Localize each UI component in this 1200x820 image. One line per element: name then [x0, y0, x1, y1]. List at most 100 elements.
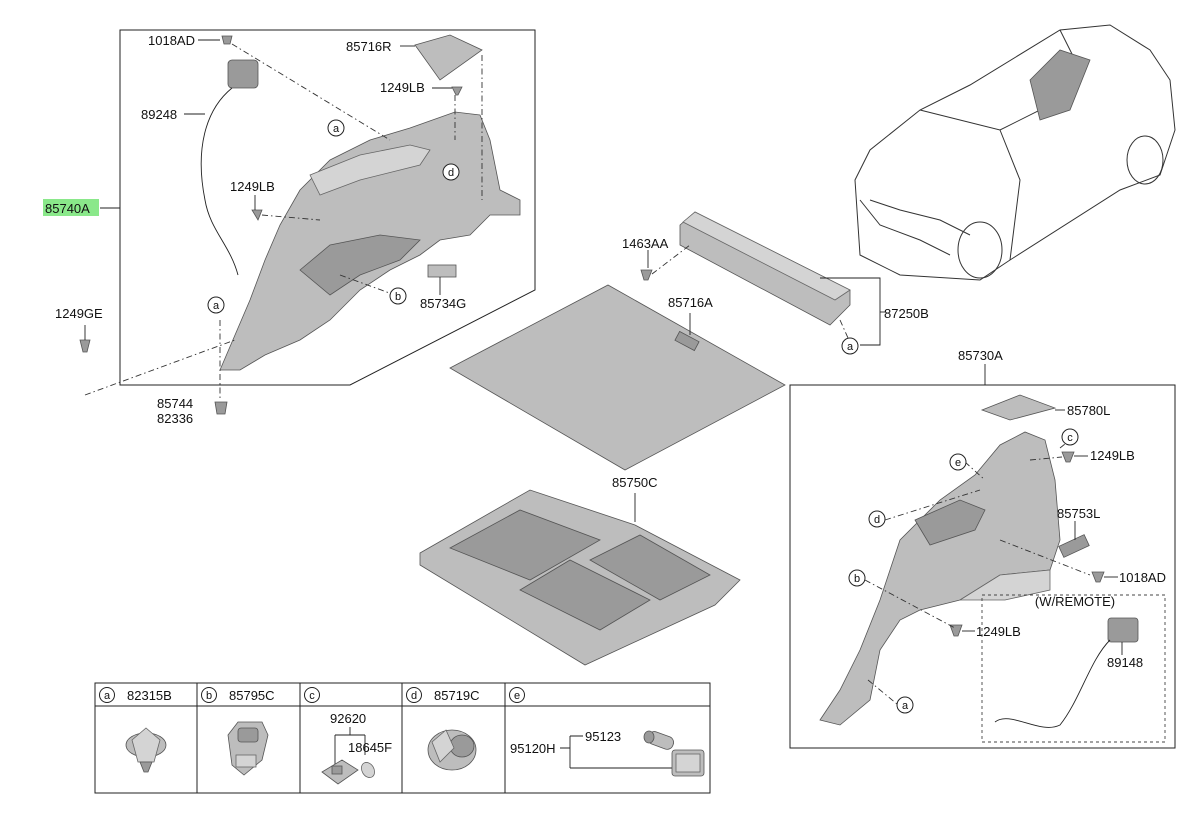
screw-1249LB-r2[interactable] [949, 624, 963, 637]
label-1249LB-top: 1249LB [380, 80, 425, 95]
guide-line [884, 489, 981, 521]
callout-a-center: a [841, 337, 859, 355]
svg-text:d: d [411, 690, 417, 702]
callout-a-right: a [896, 696, 914, 714]
label-1463AA: 1463AA [622, 236, 669, 251]
left-panel-frame [119, 29, 536, 386]
legend-lamp-95120H-illustration [671, 749, 705, 777]
label-85716R: 85716R [346, 39, 392, 54]
legend-part-95123: 95123 [585, 729, 621, 744]
screw-1018AD-top[interactable] [221, 35, 233, 45]
part-85716A-shape[interactable] [449, 284, 786, 471]
label-1249LB-r1: 1249LB [1090, 448, 1135, 463]
part-87250B-top [682, 211, 851, 301]
legend-clip-82315B-illustration [125, 727, 167, 773]
guide-line [839, 319, 849, 339]
label-85750C: 85750C [612, 475, 658, 490]
screw-1249GE[interactable] [79, 339, 91, 353]
svg-text:b: b [395, 291, 401, 303]
screw-1249LB-r1[interactable] [1061, 451, 1075, 463]
quarter-trim-pocket [299, 234, 421, 296]
legend-part-18645F: 18645F [348, 740, 392, 755]
legend-part-95120H: 95120H [510, 741, 556, 756]
guide-line [999, 539, 1091, 576]
svg-text:a: a [333, 123, 340, 135]
label-85730A: 85730A [958, 348, 1003, 363]
label-89248: 89248 [141, 107, 177, 122]
label-85753L: 85753L [1057, 506, 1100, 521]
label-1249LB-r2: 1249LB [976, 624, 1021, 639]
legend-part-85719C: 85719C [434, 688, 480, 703]
legend-part-85795C: 85795C [229, 688, 275, 703]
label-1018AD-top: 1018AD [148, 33, 195, 48]
callout-d-right: d [868, 510, 886, 528]
callout-a-left-bottom: a [207, 296, 225, 314]
guide-line [261, 214, 321, 221]
label-1249GE: 1249GE [55, 306, 103, 321]
legend-part-92620: 92620 [330, 711, 366, 726]
tray-cavity-2 [519, 559, 651, 631]
legend-cover-85719C-illustration [427, 729, 477, 771]
screw-1249LB-left[interactable] [251, 209, 263, 221]
legend-key-a: a [99, 687, 115, 703]
legend-e-leader [560, 735, 672, 769]
vehicle-illustration [854, 24, 1176, 281]
part-85753L-shape[interactable] [1058, 534, 1090, 558]
tray-cavity-3 [589, 534, 711, 601]
part-89248-cable [200, 87, 239, 276]
guide-line [1059, 439, 1071, 449]
part-89248-handle[interactable] [227, 59, 259, 89]
callout-a-left-top: a [327, 119, 345, 137]
label-89148: 89148 [1107, 655, 1143, 670]
guide-line [231, 43, 391, 141]
legend-table: a 82315B b 85795C c d 85719C e [94, 682, 711, 794]
quarter-trim-right[interactable] [819, 431, 1061, 726]
legend-plug-95123-illustration [643, 730, 674, 750]
part-85734G-shape[interactable] [427, 264, 457, 278]
svg-text:e: e [955, 457, 961, 469]
label-87250B: 87250B [884, 306, 929, 321]
label-85740A[interactable]: 85740A [45, 201, 90, 216]
part-85780L-shape[interactable] [980, 394, 1057, 421]
label-w-remote: (W/REMOTE) [1035, 594, 1115, 609]
svg-text:d: d [874, 514, 880, 526]
leader-87250B [820, 277, 881, 346]
legend-socket-92620-illustration [321, 759, 359, 785]
part-89148-handle[interactable] [1107, 617, 1139, 643]
guide-line [964, 461, 986, 481]
quarter-trim-upper [309, 144, 431, 196]
callout-c-right: c [1061, 428, 1079, 446]
right-panel-group: 85730A 85780L 1249LB 85753L 1018AD 1249L… [789, 348, 1176, 749]
svg-text:c: c [309, 690, 315, 702]
center-parts-group: 87250B a 1463AA 85716A 85750C [419, 211, 929, 666]
clip-1463AA[interactable] [640, 269, 653, 281]
screw-1249LB-top[interactable] [451, 86, 463, 96]
legend-part-82315B: 82315B [127, 688, 172, 703]
svg-text:c: c [1067, 432, 1073, 444]
callout-b-right: b [848, 569, 866, 587]
label-85716A: 85716A [668, 295, 713, 310]
screw-1018AD-r[interactable] [1091, 571, 1105, 583]
quarter-trim-right-pocket [914, 499, 986, 546]
legend-key-e: e [509, 687, 525, 703]
legend-hook-85795C-illustration [227, 721, 269, 776]
part-85716R-shape[interactable] [414, 34, 483, 81]
svg-text:a: a [213, 300, 220, 312]
label-82336: 82336 [157, 411, 193, 426]
svg-text:e: e [514, 690, 520, 702]
svg-text:d: d [448, 167, 454, 179]
legend-key-b: b [201, 687, 217, 703]
label-85780L: 85780L [1067, 403, 1110, 418]
guide-line [339, 274, 396, 296]
label-85734G: 85734G [420, 296, 466, 311]
legend-bulb-18645F-illustration [361, 762, 375, 778]
guide-line [864, 579, 956, 629]
w-remote-box [981, 594, 1166, 743]
callout-d-left: d [442, 163, 460, 181]
clip-85744[interactable] [214, 401, 228, 415]
part-89148-cable [994, 639, 1111, 728]
legend-c-leader [334, 727, 366, 765]
quarter-trim-right-lower [958, 569, 1051, 601]
